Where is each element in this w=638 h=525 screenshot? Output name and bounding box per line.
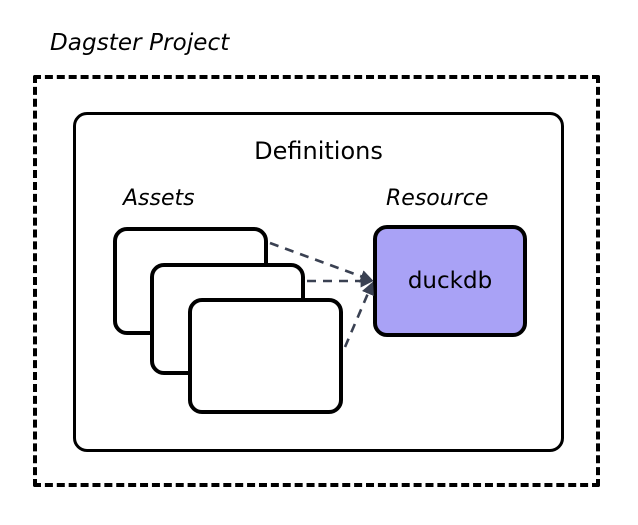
resource-node-label: duckdb bbox=[407, 268, 493, 294]
page-title: Dagster Project bbox=[50, 30, 230, 56]
definitions-label: Definitions bbox=[254, 137, 383, 165]
project-boundary bbox=[33, 75, 600, 487]
resource-group-caption: Resource bbox=[386, 186, 489, 211]
asset-card[interactable] bbox=[188, 298, 343, 414]
assets-group-caption: Assets bbox=[123, 186, 195, 211]
resource-node-duckdb[interactable]: duckdb bbox=[373, 225, 527, 337]
